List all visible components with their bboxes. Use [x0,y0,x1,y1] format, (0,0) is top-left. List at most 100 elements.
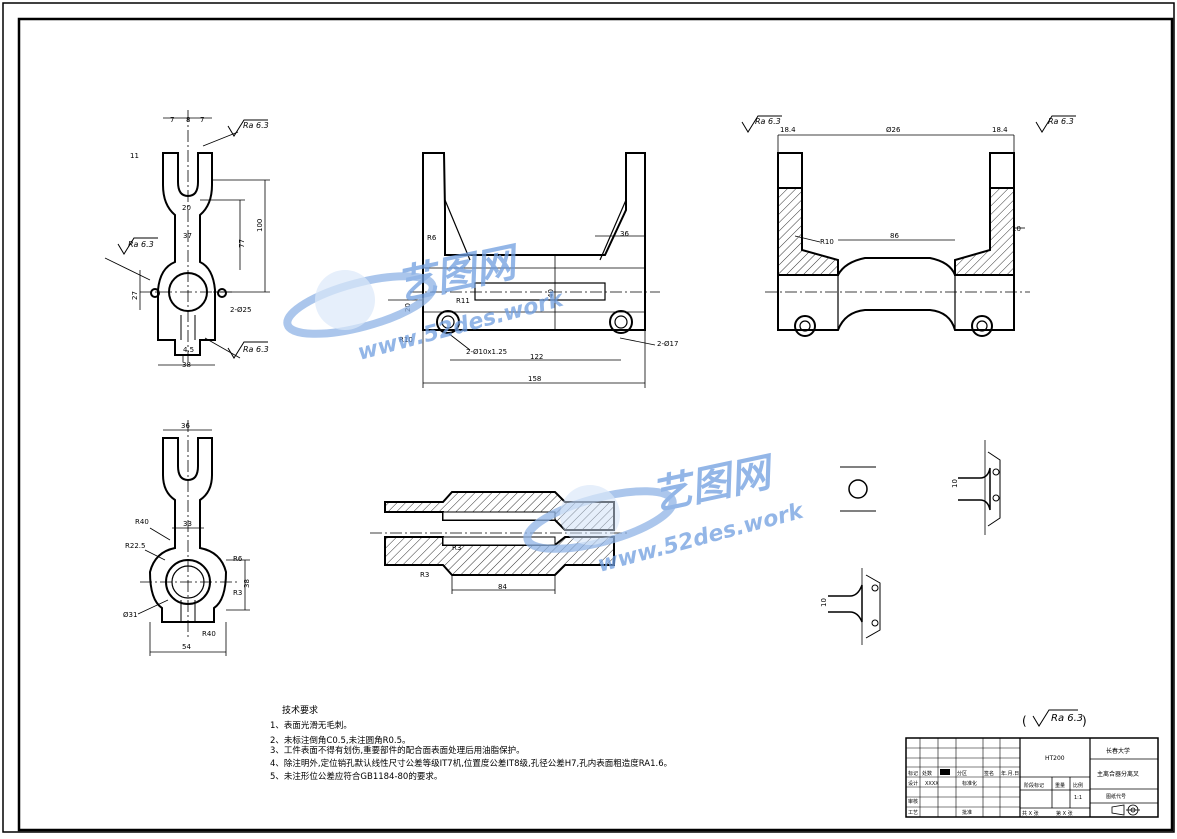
dim-label: R3 [420,571,429,579]
dim-label: 38 [243,579,251,588]
sheet-total: 共 X 张 [1022,810,1039,817]
dim-label: 10 [951,479,959,488]
dim-label: Ø26 [886,126,901,134]
roughness-label: Ra 6.3 [755,117,781,126]
projection-symbol-icon [1111,804,1140,816]
roughness-label: Ra 6.3 [243,121,269,130]
view-left-bottom-thin [137,420,250,656]
process-label: 工艺 [908,810,918,816]
dim-label: 18.4 [780,126,796,134]
title-block-labels: 标记 处数 分区 签名 年.月.日 设计 XXXX 标准化 审核 工艺 批准 H… [908,747,1139,817]
sheet-no: 第 X 张 [1056,810,1073,817]
designer-name: XXXX [925,781,939,787]
view-front-thin [388,235,660,388]
stage-label: 阶段标记 [1024,782,1044,789]
dim-label: 158 [528,375,541,383]
roughness-labels: Ra 6.3 Ra 6.3 Ra 6.3 Ra 6.3 Ra 6.3 Ra 6.… [128,117,1083,724]
dim-label: 7 [170,116,174,124]
std-label: 标准化 [962,780,977,787]
roughness-label: Ra 6.3 [1048,117,1074,126]
dim-label: 38 [182,361,191,369]
rev-header: 年.月.日 [1001,770,1019,777]
rev-mark-fill [940,769,950,775]
dim-label: 7 [200,116,204,124]
note-item: 1、表面光滑无毛刺。 [270,720,352,731]
dim-label: 100 [256,219,264,232]
dim-label: 2-Ø25 [230,306,251,314]
dim-label: 2-Ø17 [657,340,678,348]
left-bottom-dim-labels: 36 R40 33 R22.5 R6 38 R3 Ø31 R40 54 [123,422,251,651]
roughness-marks [117,115,1078,727]
drawing-no-label: 图纸代号 [1106,793,1126,800]
view-left-top-thin [104,110,270,366]
dim-label: 27 [131,291,139,300]
roughness-label: Ra 6.3 [128,240,154,249]
dim-label: 77 [238,239,246,248]
rev-header: 标记 [908,770,918,777]
dim-label: 40 [547,289,555,298]
roughness-label: Ra 6.3 [243,345,269,354]
part-name: 主离合器分离叉 [1097,770,1139,778]
scale-label: 比例 [1073,782,1083,789]
dim-label: 8 [186,116,190,124]
weight-label: 重量 [1055,782,1065,789]
technical-notes: 技术要求 1、表面光滑无毛刺。 2、未标注倒角C0.5,未注圆角R0.5。 3、… [270,704,672,782]
dim-label: 122 [530,353,543,361]
dim-label: R6 [233,555,243,563]
dim-label: 10 [1012,225,1021,233]
dim-label: 36 [181,422,190,430]
right-top-dim-labels: 18.4 Ø26 18.4 R10 86 10 [780,126,1021,246]
view-left-top [150,152,227,356]
dim-label: 20 [182,204,191,212]
notes-heading: 技术要求 [282,704,318,716]
title-block [905,737,1159,818]
note-item: 4、除注明外,定位销孔默认线性尺寸公差等级IT7机,位置度公差IT8级,孔径公差… [270,758,672,769]
inner-frame [17,17,1174,832]
detail-dim-labels: 10 10 [820,479,959,607]
rev-header: 签名 [984,770,994,777]
dim-label: 18.4 [992,126,1008,134]
dim-label: R6 [427,234,437,242]
scale-value: 1:1 [1074,795,1082,801]
left-top-dim-labels: 7 8 7 11 20 37 77 100 27 2-Ø25 4.5 38 [130,116,264,369]
dim-label: 36 [620,230,629,238]
designer-label: 设计 [908,780,918,787]
dim-label: Ø31 [123,611,137,619]
section-dim-labels: R3 R3 84 [420,544,507,591]
view-right-top-thin [765,134,1030,293]
roughness-paren-open: ( [1022,714,1027,728]
review-label: 审核 [908,798,918,805]
note-item: 2、未标注倒角C0.5,未注圆角R0.5。 [270,735,411,746]
dim-label: 4.5 [183,346,194,354]
dim-label: 2-Ø10x1.25 [466,348,507,356]
note-item: 5、未注形位公差应符合GB1184-80的要求。 [270,771,442,782]
material: HT200 [1045,755,1065,762]
dim-label: 11 [130,152,139,160]
dim-label: 54 [182,643,191,651]
school-name: 长春大学 [1106,747,1130,755]
dim-label: 37 [183,232,192,240]
dim-label: R22.5 [125,542,145,550]
note-item: 3、工件表面不得有划伤,重要部件的配合面表面处理后用油脂保护。 [270,745,525,756]
roughness-general: Ra 6.3 [1051,713,1083,724]
rev-header: 处数 [922,770,932,777]
dim-label: R40 [135,518,149,526]
watermark-1: 艺图网 www.52des.work [283,239,567,366]
approve-label: 批准 [962,809,972,816]
dim-label: R40 [202,630,216,638]
view-right-top [777,152,1015,337]
dim-label: 33 [183,520,192,528]
dim-label: R10 [820,238,834,246]
dim-label: R3 [452,544,461,552]
dim-label: 86 [890,232,899,240]
detail-views [828,440,1001,645]
rev-header: 分区 [957,770,967,777]
roughness-paren-close: ) [1082,714,1087,728]
dim-label: R3 [233,589,242,597]
dim-label: R11 [456,297,470,305]
dim-label: 84 [498,583,507,591]
dim-label: 10 [820,598,828,607]
